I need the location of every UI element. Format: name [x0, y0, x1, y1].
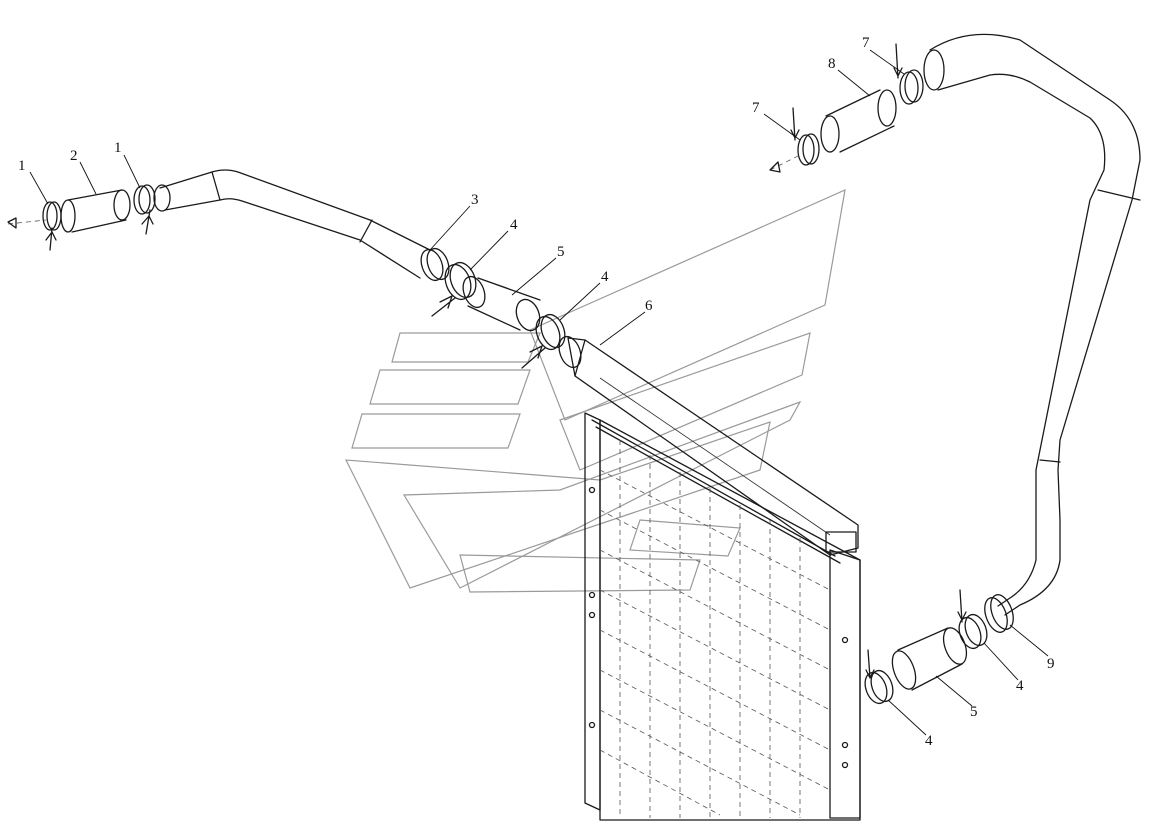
callout-5-right: 5	[970, 704, 978, 720]
callout-7-upper: 7	[862, 35, 870, 51]
callout-6: 6	[645, 298, 653, 314]
callout-1-left: 1	[18, 158, 26, 174]
left-pipe-run	[7, 169, 582, 369]
intercooler-core	[584, 412, 861, 821]
callout-5-upper: 5	[557, 244, 565, 260]
inlet-tank	[567, 337, 859, 556]
callout-4-right-lower: 4	[925, 733, 933, 749]
callout-8: 8	[828, 56, 836, 72]
callout-3: 3	[471, 192, 479, 208]
callout-leaders	[29, 49, 1049, 736]
callout-labels: 1 2 1 3 4 5 4 6 7 8 7 9 4 5 4	[18, 35, 1055, 749]
callout-1-second: 1	[114, 140, 122, 156]
callout-2: 2	[70, 148, 78, 164]
right-pipe-run	[769, 33, 1141, 705]
callout-4-second: 4	[601, 269, 609, 285]
callout-7-left: 7	[752, 100, 760, 116]
watermark-logo	[344, 188, 846, 593]
callout-4-upper: 4	[510, 217, 518, 233]
callout-4-right-upper: 4	[1016, 678, 1024, 694]
core-fin-grid	[599, 440, 831, 818]
callout-9: 9	[1047, 656, 1055, 672]
